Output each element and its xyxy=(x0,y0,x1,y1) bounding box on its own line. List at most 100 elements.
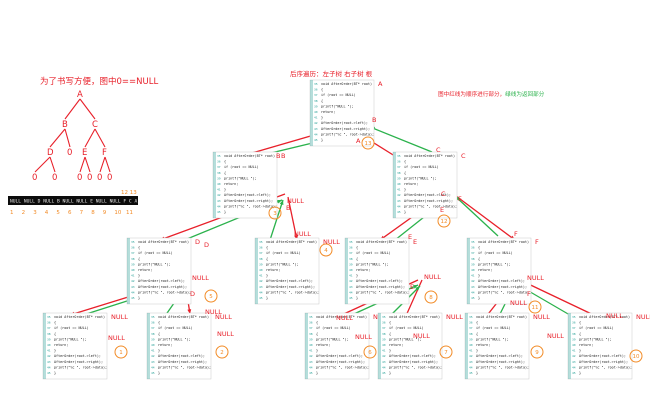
return-arrow xyxy=(369,126,433,153)
step-marker-6: 6 xyxy=(363,345,377,359)
line-number: 36 xyxy=(314,88,318,92)
svg-text:2: 2 xyxy=(220,350,224,356)
line-number: 35 xyxy=(397,154,401,158)
code-line: } xyxy=(404,188,406,192)
line-number: 36 xyxy=(131,246,135,250)
line-number: 36 xyxy=(47,321,51,325)
code-line: printf("NULL "); xyxy=(266,262,299,266)
tree-edge xyxy=(34,156,51,173)
line-number: 39 xyxy=(382,337,386,341)
line-number: 42 xyxy=(131,279,135,283)
code-line: AfterOrder(root->right); xyxy=(158,360,207,364)
step-marker-4: 4 xyxy=(319,243,333,257)
line-number: 43 xyxy=(349,285,353,289)
line-number: 35 xyxy=(349,240,353,244)
line-number: 37 xyxy=(382,326,386,330)
code-line: AfterOrder(root->right); xyxy=(356,285,405,289)
edge-label: NULL xyxy=(413,332,430,340)
line-number: 38 xyxy=(217,171,221,175)
console-step-label: 6 xyxy=(68,210,72,216)
line-number: 35 xyxy=(131,240,135,244)
line-number: 44 xyxy=(259,290,263,294)
code-line: return; xyxy=(138,268,152,272)
code-line: printf("%c ", root->data); xyxy=(138,290,191,294)
tree-node-0: 0 xyxy=(32,173,37,183)
console-step-label: 9 xyxy=(103,210,107,216)
line-number: 36 xyxy=(217,160,221,164)
code-line: printf("NULL "); xyxy=(478,262,511,266)
line-number: 41 xyxy=(471,274,475,278)
code-line: } xyxy=(579,371,581,375)
code-line: { xyxy=(579,332,581,336)
code-line: return; xyxy=(404,182,418,186)
code-line: if (root == NULL) xyxy=(476,326,511,330)
code-line: AfterOrder(root->right); xyxy=(389,360,438,364)
line-number: 40 xyxy=(469,343,473,347)
step-marker-9: 9 xyxy=(530,345,544,359)
code-line: { xyxy=(266,257,268,261)
code-line: printf("%c ", root->data); xyxy=(224,204,277,208)
tree-edge xyxy=(84,156,91,173)
line-number: 43 xyxy=(471,285,475,289)
code-line: void AfterOrder(BT* root) xyxy=(224,154,275,158)
line-number: 40 xyxy=(151,343,155,347)
line-number: 44 xyxy=(382,365,386,369)
line-number: 40 xyxy=(217,182,221,186)
step-marker-3: 3 xyxy=(268,206,282,220)
line-number: 44 xyxy=(471,290,475,294)
edge-label: C xyxy=(441,190,446,198)
tree-node-D: D xyxy=(47,148,54,158)
tree-node-A: A xyxy=(77,90,83,100)
line-number: 39 xyxy=(217,176,221,180)
tree-edge xyxy=(49,128,66,148)
code-line: } xyxy=(356,296,358,300)
line-number: 41 xyxy=(349,274,353,278)
code-line: { xyxy=(356,257,358,261)
code-line: if (root == NULL) xyxy=(579,326,614,330)
tree-edge xyxy=(84,128,96,148)
code-line: AfterOrder(root->right); xyxy=(54,360,103,364)
svg-text:6: 6 xyxy=(368,350,372,356)
line-number: 45 xyxy=(349,296,353,300)
line-number: 39 xyxy=(47,337,51,341)
line-number: 45 xyxy=(469,371,473,375)
code-line: AfterOrder(root->right); xyxy=(321,127,370,131)
line-number: 41 xyxy=(217,188,221,192)
line-number: 44 xyxy=(47,365,51,369)
code-line: void AfterOrder(BT* root) xyxy=(321,82,372,86)
edge-label: NULL xyxy=(336,314,353,322)
line-number: 45 xyxy=(47,371,51,375)
code-line: if (root == NULL) xyxy=(321,93,356,97)
line-number: 37 xyxy=(47,326,51,330)
line-number: 44 xyxy=(309,365,313,369)
code-line: } xyxy=(321,116,323,120)
code-line: } xyxy=(54,349,56,353)
code-line: if (root == NULL) xyxy=(404,165,439,169)
code-line: if (root == NULL) xyxy=(54,326,89,330)
edge-label: NULL xyxy=(527,274,544,282)
legend-red: 图中红线为顺序进行部分， xyxy=(438,90,505,98)
code-line: } xyxy=(158,349,160,353)
code-line: { xyxy=(389,321,391,325)
code-line: } xyxy=(389,371,391,375)
edge-label: C xyxy=(436,146,441,154)
svg-text:1: 1 xyxy=(119,350,123,356)
line-number: 39 xyxy=(471,262,475,266)
console-top-labels: 12 13 xyxy=(121,190,137,196)
code-line: void AfterOrder(BT* root) xyxy=(476,315,527,319)
code-line: return; xyxy=(356,268,370,272)
code-line: } xyxy=(138,274,140,278)
code-line: printf("%c ", root->data); xyxy=(356,290,409,294)
code-line: } xyxy=(476,371,478,375)
line-number: 43 xyxy=(259,285,263,289)
line-number: 42 xyxy=(314,121,318,125)
edge-label: F xyxy=(514,230,518,238)
line-number: 38 xyxy=(259,257,263,261)
code-line: if (root == NULL) xyxy=(138,251,173,255)
code-line: { xyxy=(321,99,323,103)
svg-text:图中红线为顺序进行部分，绿线为返回部分: 图中红线为顺序进行部分，绿线为返回部分 xyxy=(438,90,545,98)
svg-text:10: 10 xyxy=(633,354,640,360)
